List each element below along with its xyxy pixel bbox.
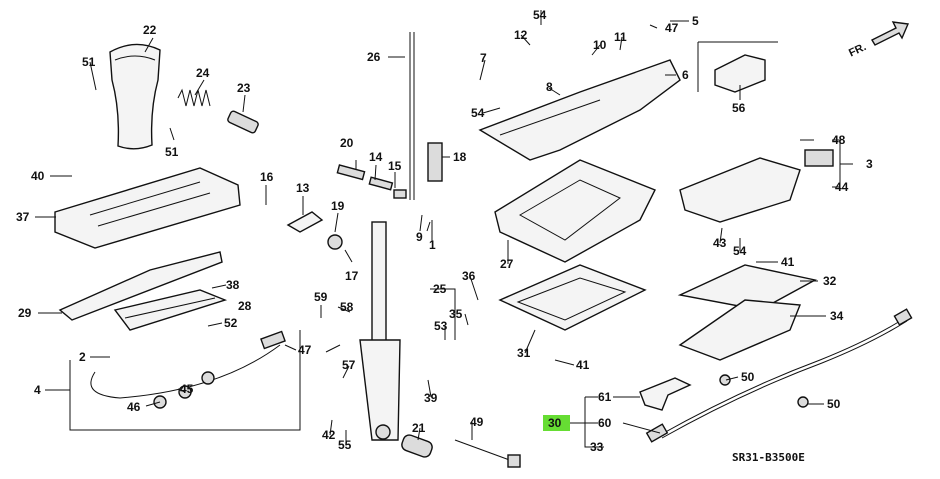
callout-26: 26 — [367, 50, 381, 64]
callout-44: 44 — [835, 180, 849, 194]
callout-32: 32 — [823, 274, 837, 288]
callout-43: 43 — [713, 236, 727, 250]
callout-labels: 22 51 24 23 51 40 37 16 13 19 17 20 14 1… — [16, 8, 873, 454]
bracket-61 — [639, 377, 692, 411]
callout-7: 7 — [480, 51, 487, 65]
callout-31: 31 — [517, 346, 531, 360]
callout-49: 49 — [470, 415, 484, 429]
callout-35: 35 — [449, 307, 463, 321]
callout-5: 5 — [692, 14, 699, 28]
indicator-cable — [90, 330, 286, 399]
bolt-49 — [454, 439, 521, 468]
callout-58: 58 — [340, 300, 354, 314]
highlight-30 — [543, 415, 570, 431]
select-lever — [359, 221, 401, 441]
drawing-code: SR31-B3500E — [732, 451, 805, 464]
knob-bolt — [227, 110, 259, 134]
callout-4: 4 — [34, 383, 41, 397]
shift-lock-solenoid-3 — [679, 149, 834, 223]
callout-42: 42 — [322, 428, 336, 442]
callout-12: 12 — [514, 28, 528, 42]
callout-40: 40 — [31, 169, 45, 183]
callout-37: 37 — [16, 210, 30, 224]
callout-15: 15 — [388, 159, 402, 173]
callout-54-mid: 54 — [471, 106, 485, 120]
console-base-6 — [478, 59, 681, 161]
callout-18: 18 — [453, 150, 467, 164]
callout-47-top: 47 — [665, 21, 679, 35]
callout-48: 48 — [832, 133, 846, 147]
callout-9: 9 — [416, 230, 423, 244]
callout-36: 36 — [462, 269, 476, 283]
callout-45: 45 — [180, 382, 194, 396]
callout-21: 21 — [412, 421, 426, 435]
callout-3: 3 — [866, 157, 873, 171]
direction-arrow: FR. — [847, 21, 910, 59]
indicator-panel — [58, 251, 223, 321]
callout-60: 60 — [598, 416, 612, 430]
callout-2: 2 — [79, 350, 86, 364]
callout-41-right: 41 — [781, 255, 795, 269]
callout-19: 19 — [331, 199, 345, 213]
callout-6: 6 — [682, 68, 689, 82]
solenoid-56 — [714, 54, 766, 93]
pins-14-15-20 — [336, 164, 407, 199]
callout-11: 11 — [614, 30, 627, 44]
callout-16: 16 — [260, 170, 274, 184]
callout-46: 46 — [127, 400, 141, 414]
bracket-27 — [494, 159, 656, 263]
callout-39: 39 — [424, 391, 438, 405]
callout-20: 20 — [340, 136, 354, 150]
park-pin-stopper — [286, 211, 343, 250]
callout-54-right: 54 — [733, 244, 747, 258]
callout-56: 56 — [732, 101, 746, 115]
callout-52: 52 — [224, 316, 238, 330]
indicator-plate — [113, 289, 228, 331]
callout-53: 53 — [434, 319, 448, 333]
callout-8: 8 — [546, 80, 553, 94]
callout-30: 30 — [548, 416, 562, 430]
gasket-32 — [677, 264, 817, 311]
callout-50-left: 50 — [741, 370, 755, 384]
shift-knob — [109, 43, 161, 150]
knob-spring — [177, 88, 211, 107]
callout-51-top: 51 — [82, 55, 96, 69]
lever-rod-26 — [409, 32, 415, 200]
callout-27: 27 — [500, 257, 514, 271]
callout-55: 55 — [338, 438, 352, 452]
callout-59: 59 — [314, 290, 328, 304]
callout-33: 33 — [590, 440, 604, 454]
callout-57: 57 — [342, 358, 356, 372]
callout-25: 25 — [433, 282, 447, 296]
callout-50-right: 50 — [827, 397, 841, 411]
callout-28: 28 — [238, 299, 252, 313]
callout-47-left: 47 — [298, 343, 312, 357]
callout-13: 13 — [296, 181, 310, 195]
box-56 — [697, 41, 778, 92]
callout-54-top: 54 — [533, 8, 547, 22]
callout-34: 34 — [830, 309, 844, 323]
direction-label: FR. — [847, 41, 868, 59]
callout-38: 38 — [226, 278, 240, 292]
callout-41-mid: 41 — [576, 358, 590, 372]
callout-24: 24 — [196, 66, 210, 80]
callout-22: 22 — [143, 23, 157, 37]
gasket-31 — [498, 264, 647, 331]
callout-29: 29 — [18, 306, 32, 320]
callout-10: 10 — [593, 38, 607, 52]
callout-51-bottom: 51 — [165, 145, 179, 159]
spring-18 — [427, 142, 443, 182]
callout-61: 61 — [598, 390, 612, 404]
shift-cable-30 — [645, 308, 913, 443]
callout-17: 17 — [345, 269, 359, 283]
collar-21 — [401, 434, 433, 458]
indicator-cover — [54, 167, 241, 249]
callout-14: 14 — [369, 150, 383, 164]
callout-1: 1 — [429, 238, 436, 252]
callout-23: 23 — [237, 81, 251, 95]
cover-34 — [678, 299, 801, 361]
bolts-50 — [719, 374, 809, 408]
